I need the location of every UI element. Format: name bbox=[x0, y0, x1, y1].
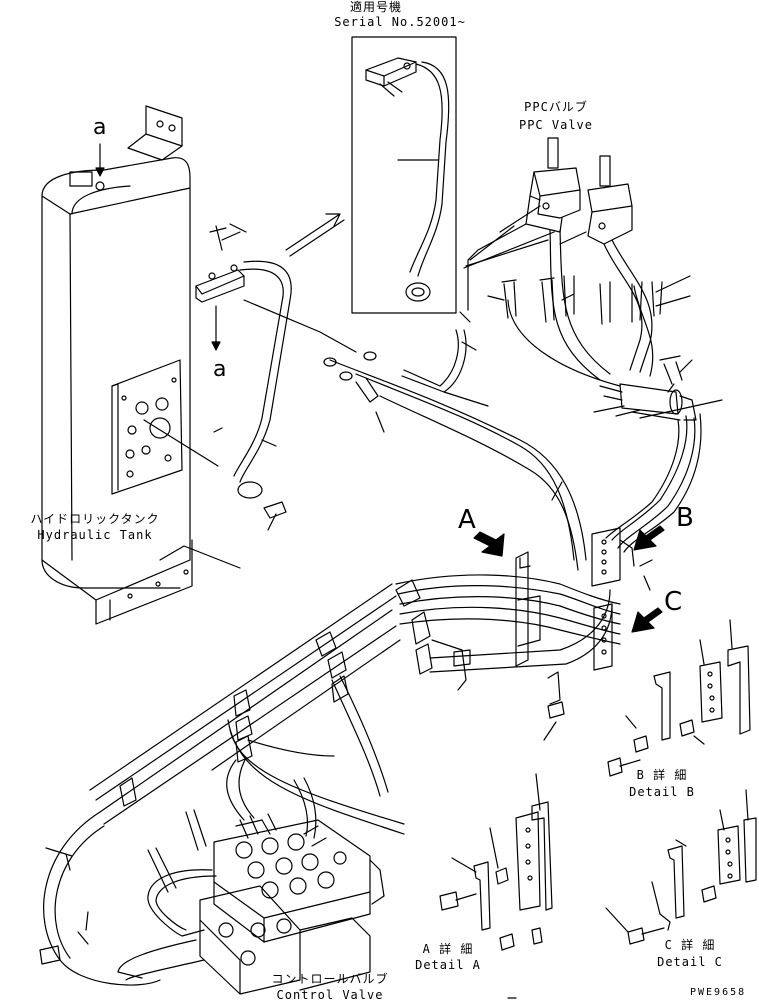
view-B-letter: B bbox=[676, 503, 694, 533]
bracket-assembly bbox=[516, 528, 652, 670]
serial-jp-label: 適用号機 bbox=[349, 0, 403, 14]
control-valve-jp-label: コントロールバルブ bbox=[271, 972, 389, 986]
leader-lines bbox=[214, 224, 722, 500]
control-valve bbox=[200, 814, 384, 994]
tank-pipe bbox=[196, 226, 291, 530]
tank-jp-label: ハイドロリックタンク bbox=[30, 512, 160, 526]
ppc-en-label: PPC Valve bbox=[518, 118, 594, 132]
view-a-bottom-letter: a bbox=[213, 357, 227, 382]
detail-c-jp-label: C 詳 細 bbox=[664, 938, 716, 952]
detail-a-en-label: Detail A bbox=[415, 958, 481, 972]
detail-a-jp-label: A 詳 細 bbox=[422, 942, 474, 956]
view-A-letter: A bbox=[458, 505, 476, 535]
view-a-arrows bbox=[96, 144, 220, 350]
control-valve-en-label: Control Valve bbox=[276, 988, 384, 1002]
tank-en-label: Hydraulic Tank bbox=[37, 528, 153, 542]
detail-c-en-label: Detail C bbox=[657, 955, 723, 969]
ppc-jp-label: PPCバルブ bbox=[524, 100, 588, 114]
hose-lines bbox=[144, 300, 586, 570]
center-bolts bbox=[454, 650, 564, 740]
hose-connector bbox=[600, 384, 701, 552]
ppc-bolts bbox=[502, 276, 682, 392]
detail-b bbox=[608, 620, 750, 776]
view-C-letter: C bbox=[664, 587, 683, 617]
hose-clamps bbox=[120, 580, 432, 806]
detail-b-en-label: Detail B bbox=[629, 785, 695, 799]
ppc-valves bbox=[468, 138, 653, 386]
serial-inset bbox=[352, 37, 456, 313]
inset-arrow bbox=[286, 214, 344, 256]
serial-en-label: Serial No.52001~ bbox=[334, 15, 466, 29]
valve-hoses bbox=[40, 676, 404, 985]
view-a-top-letter: a bbox=[93, 115, 107, 140]
drawing-code: PWE9658 bbox=[690, 987, 747, 998]
detail-c bbox=[606, 790, 756, 944]
hydraulic-tank bbox=[42, 106, 240, 624]
detail-b-jp-label: B 詳 細 bbox=[636, 768, 688, 782]
detail-a bbox=[440, 774, 552, 950]
view-arrows bbox=[474, 526, 664, 632]
